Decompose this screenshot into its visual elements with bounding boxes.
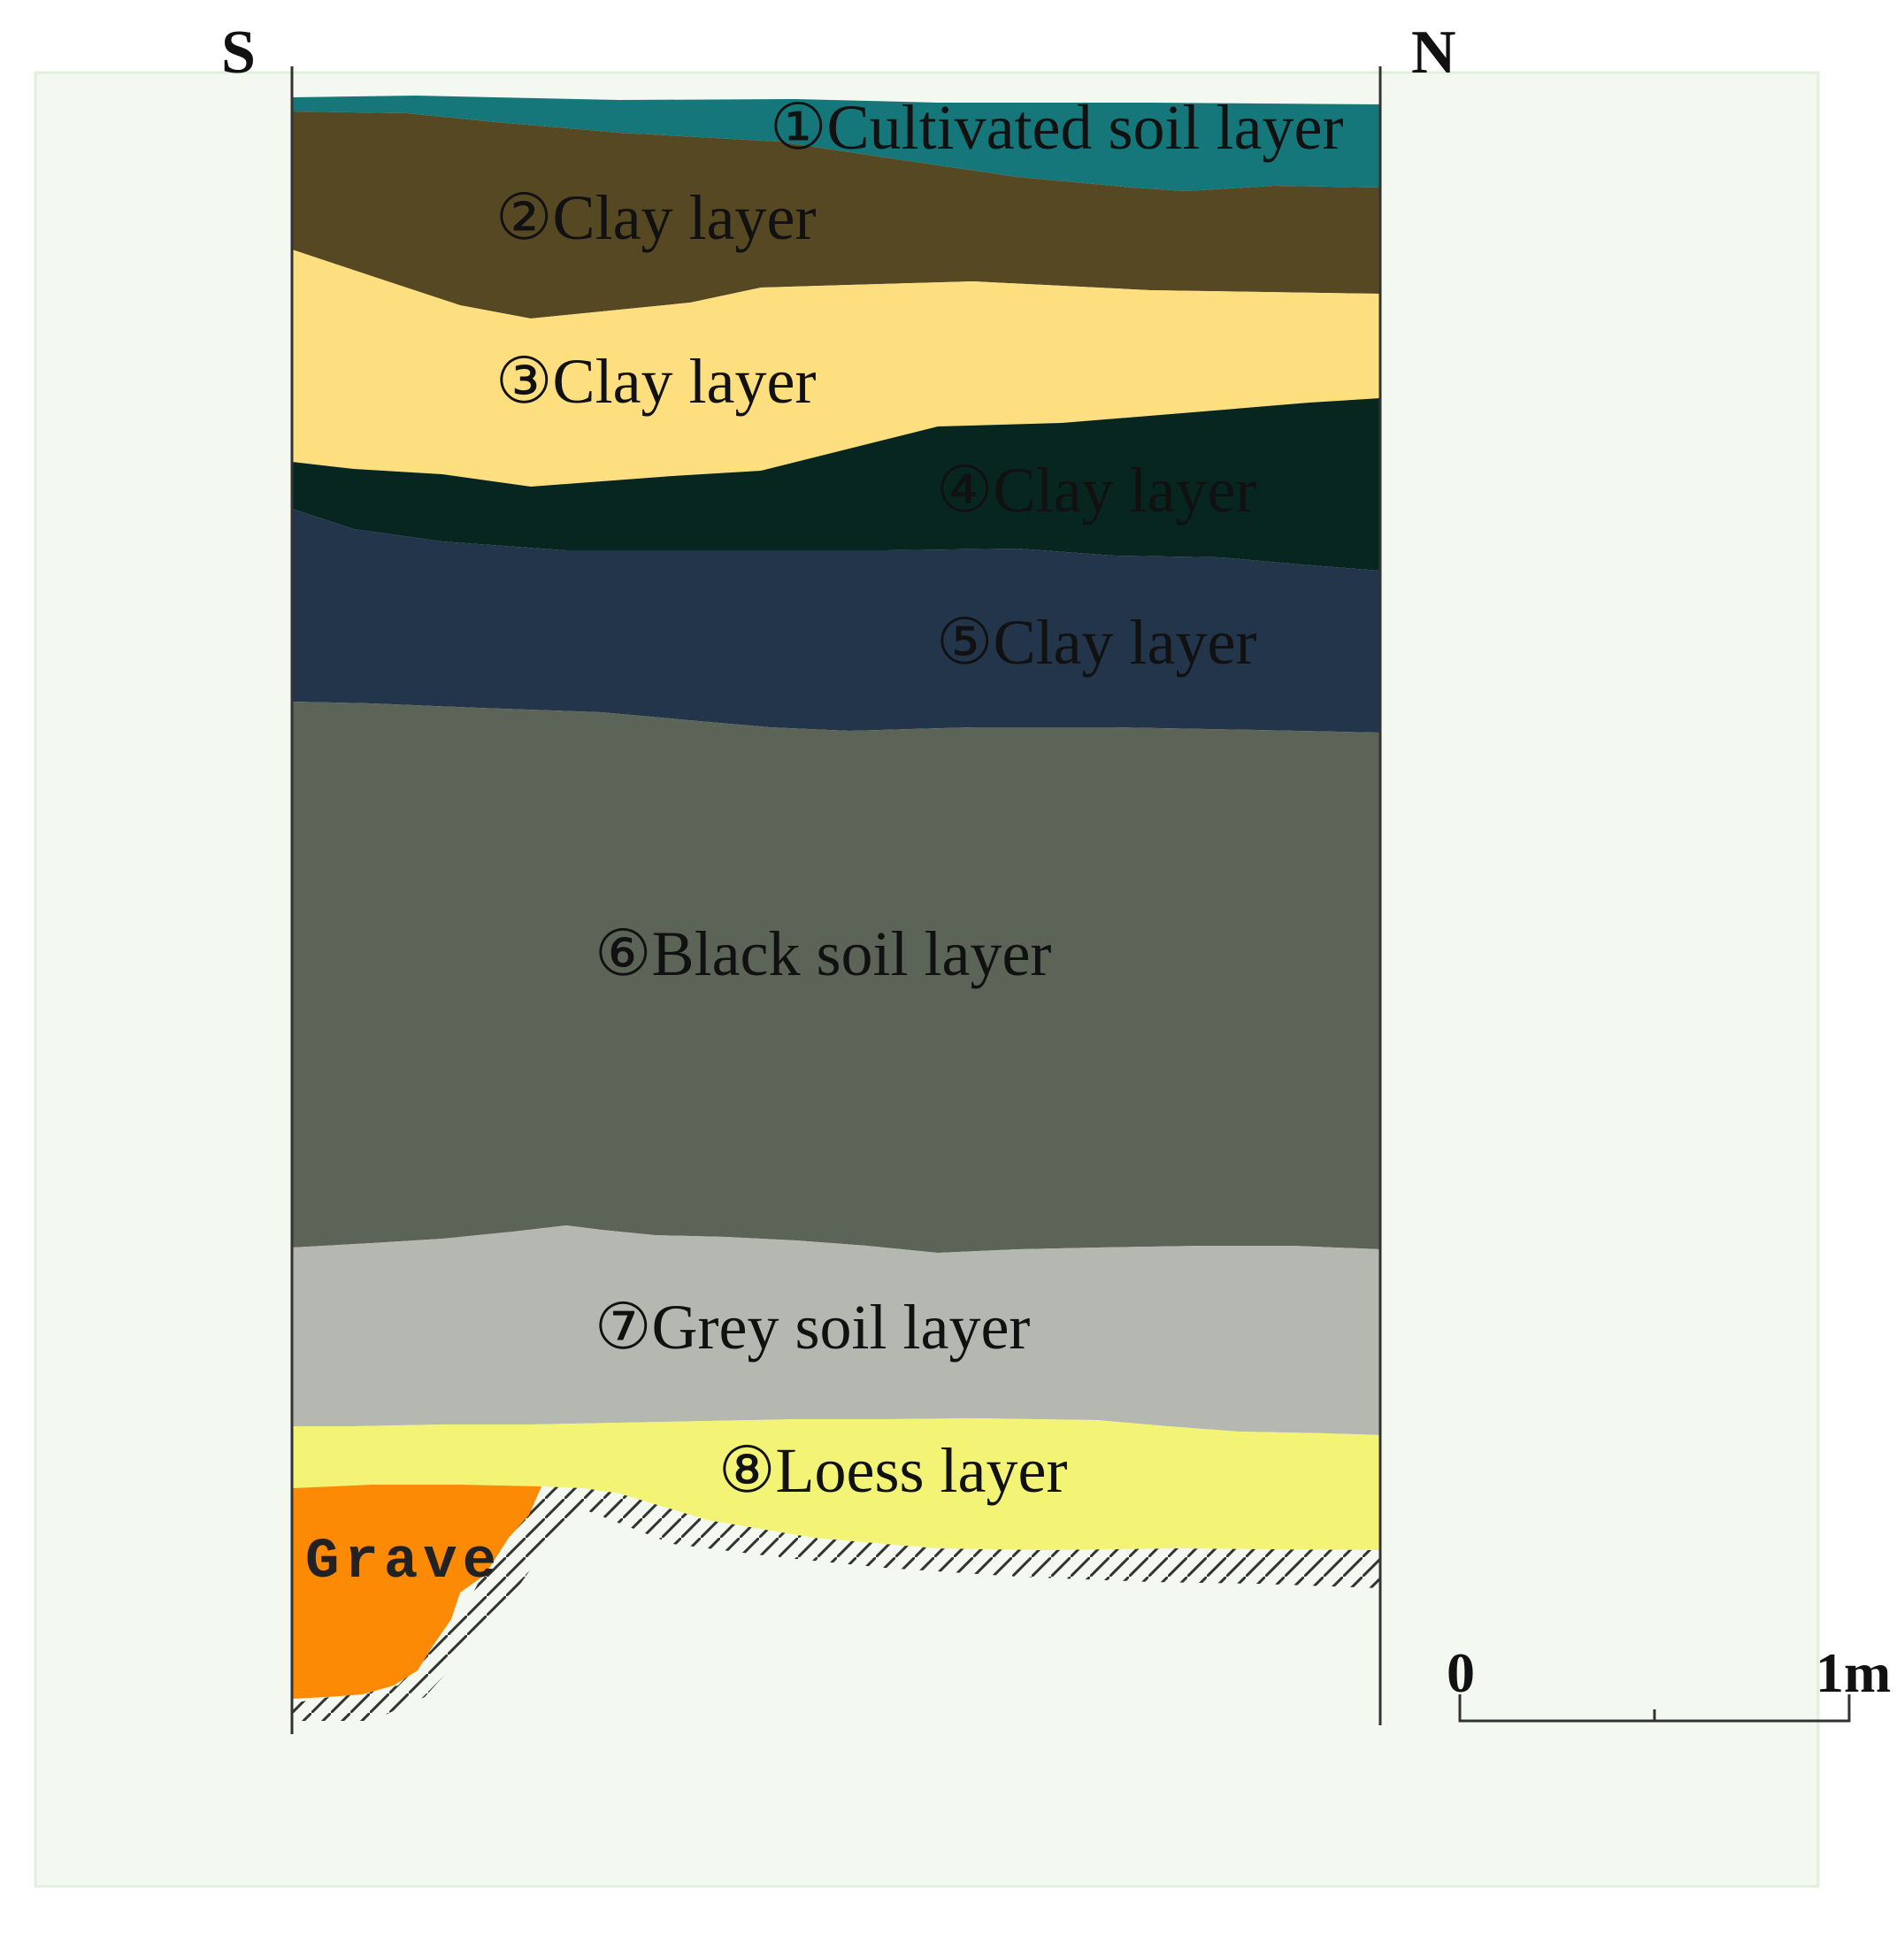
south-direction-label: S — [221, 19, 256, 87]
clay-layer-4 — [292, 398, 1380, 571]
layer-label-4: ④Clay layer — [936, 455, 1256, 526]
layer-label-3: ③Clay layer — [495, 346, 816, 417]
layer-label-1: ①Cultivated soil layer — [770, 92, 1343, 163]
layer-label-2: ②Clay layer — [495, 182, 816, 253]
grave-label: Grave — [305, 1531, 502, 1594]
layer-label-5: ⑤Clay layer — [936, 607, 1256, 678]
scale-end-label: 1m — [1816, 1641, 1891, 1704]
north-direction-label: N — [1411, 19, 1456, 87]
grave-feature — [292, 1485, 541, 1699]
layer-label-6: ⑥Black soil layer — [595, 918, 1051, 989]
layer-label-8: ⑧Loess layer — [718, 1435, 1067, 1506]
scale-bar: 0 1m — [1447, 1641, 1891, 1723]
layer-label-7: ⑦Grey soil layer — [595, 1292, 1030, 1363]
clay-layer-5 — [292, 509, 1380, 733]
grey-soil-layer — [292, 1225, 1380, 1435]
cultivated-soil-layer — [292, 96, 1380, 191]
loess-layer — [292, 1418, 1380, 1550]
black-soil-layer — [292, 702, 1380, 1253]
clay-layer-2 — [292, 111, 1380, 319]
scale-start-label: 0 — [1447, 1641, 1475, 1704]
clay-layer-3 — [292, 250, 1380, 487]
undisturbed-ground-hatching — [292, 1482, 1380, 1721]
